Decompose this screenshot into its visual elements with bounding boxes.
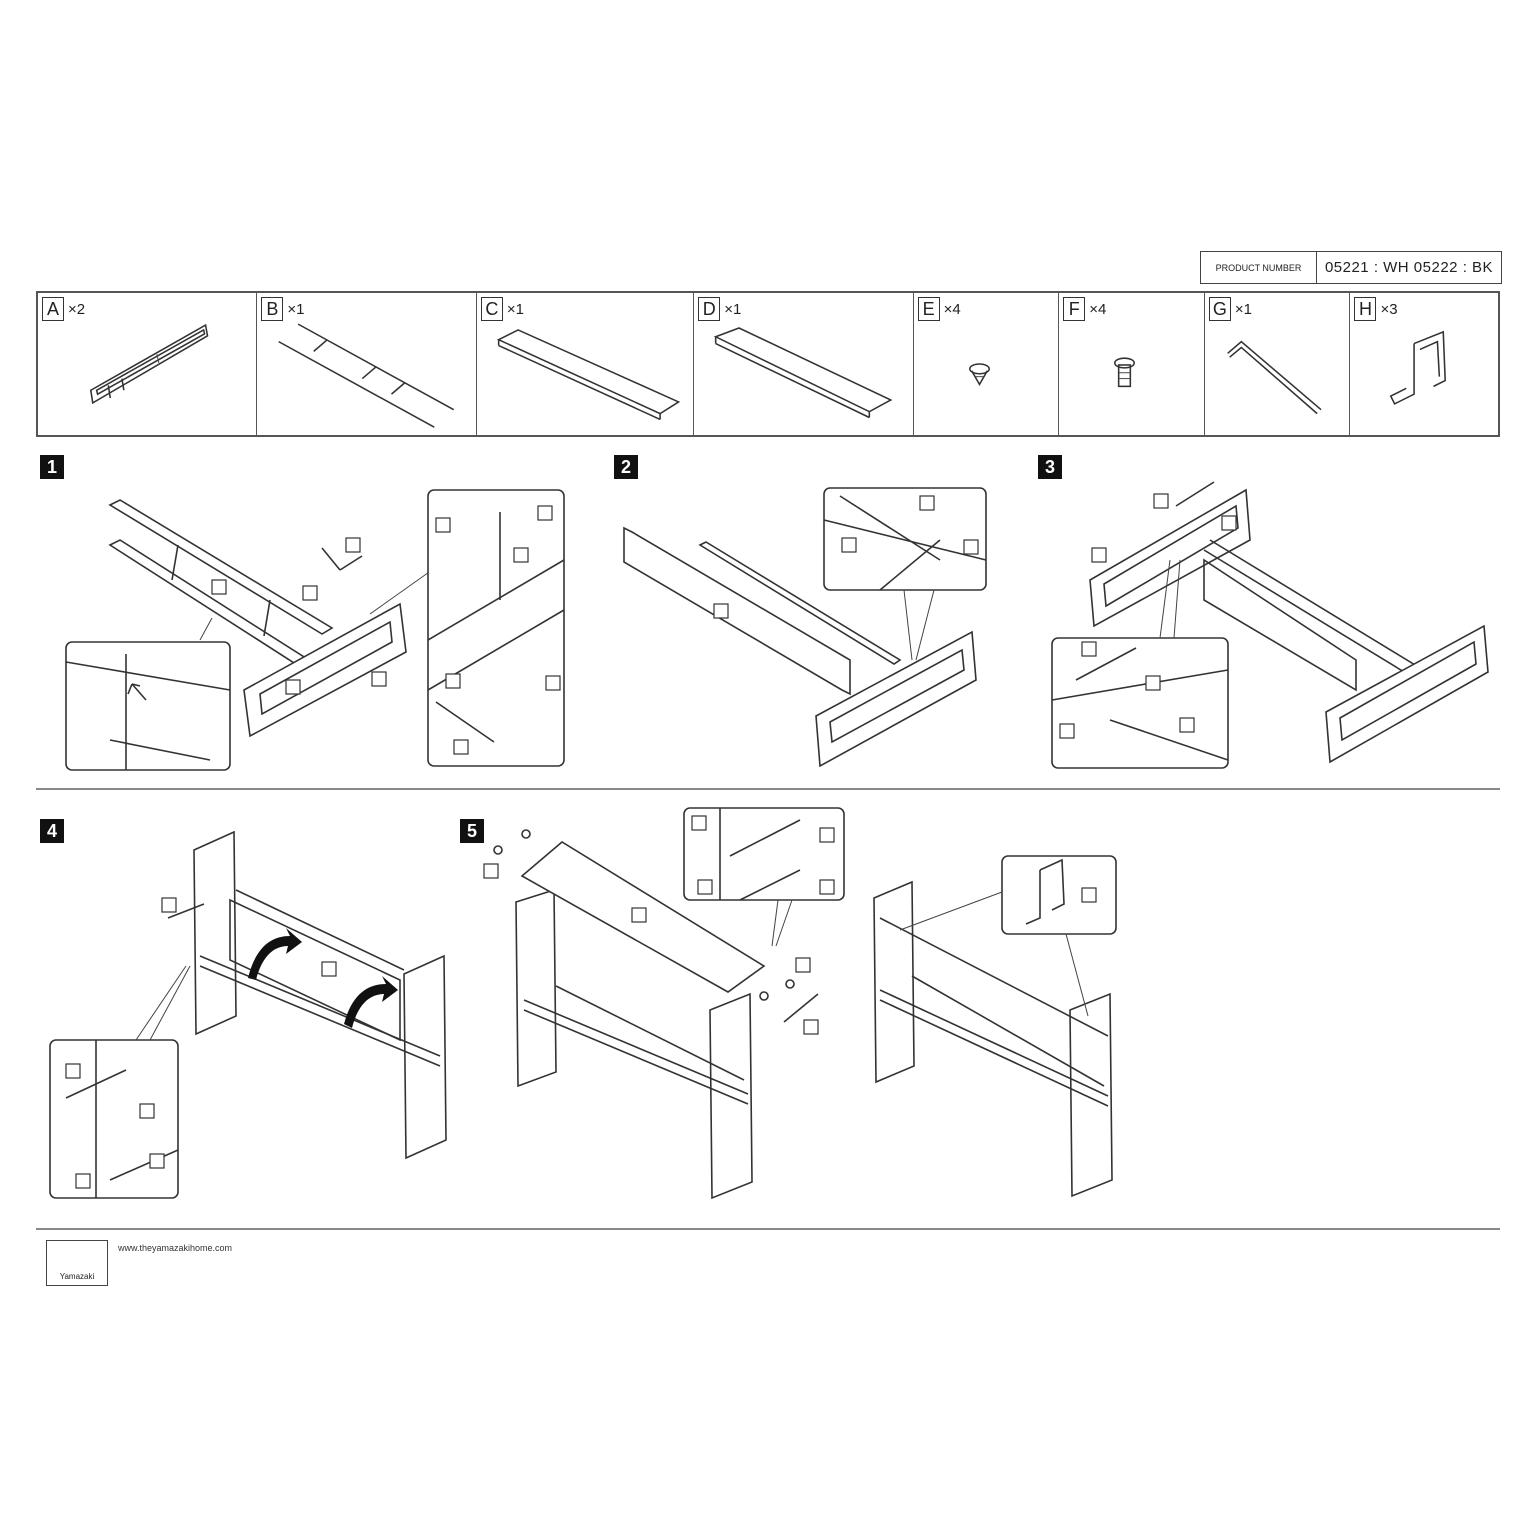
part-qty: ×4 bbox=[943, 300, 961, 318]
product-number-label: PRODUCT NUMBER bbox=[1201, 252, 1317, 283]
part-a-cell: A×2 bbox=[38, 293, 258, 435]
frame-bar-icon bbox=[278, 323, 455, 428]
step-5-number: 5 bbox=[460, 819, 484, 843]
step-5-diagram bbox=[483, 807, 845, 1200]
part-qty: ×2 bbox=[68, 300, 86, 318]
screw-e-icon bbox=[968, 363, 990, 386]
part-letter: C bbox=[480, 297, 503, 321]
spec-block-en bbox=[1150, 806, 1260, 822]
step-3-number: 3 bbox=[1038, 455, 1062, 479]
step-3-diagram bbox=[1051, 481, 1489, 769]
part-letter: D bbox=[698, 297, 721, 321]
step-1-number: 1 bbox=[40, 455, 64, 479]
step-2-diagram bbox=[623, 487, 987, 768]
part-qty: ×4 bbox=[1089, 300, 1107, 318]
footer-divider bbox=[36, 1228, 1500, 1230]
shelf-d-icon bbox=[713, 327, 893, 419]
hex-key-icon bbox=[1227, 340, 1322, 415]
footer-info: www.theyamazakihome.com bbox=[118, 1243, 233, 1253]
part-letter: G bbox=[1208, 297, 1231, 321]
part-letter: B bbox=[261, 297, 284, 321]
part-letter: F bbox=[1063, 297, 1086, 321]
part-c-cell: C×1 bbox=[477, 293, 695, 435]
part-qty: ×1 bbox=[506, 300, 524, 318]
finished-shelf-diagram bbox=[873, 855, 1117, 1198]
brand-logo: Yamazaki bbox=[46, 1240, 108, 1286]
side-frame-icon bbox=[89, 323, 209, 405]
part-g-cell: G×1 bbox=[1205, 293, 1351, 435]
part-qty: ×1 bbox=[1234, 300, 1252, 318]
product-number-box: PRODUCT NUMBER 05221 : WH 05222 : BK bbox=[1200, 251, 1502, 284]
part-f-cell: F×4 bbox=[1059, 293, 1205, 435]
parts-list: A×2 B×1 C×1 D×1 bbox=[36, 291, 1500, 437]
part-h-cell: H×3 bbox=[1350, 293, 1498, 435]
hook-icon bbox=[1390, 330, 1447, 405]
screw-f-icon bbox=[1114, 357, 1136, 388]
step-4-diagram bbox=[49, 830, 447, 1199]
part-qty: ×1 bbox=[287, 300, 305, 318]
part-e-cell: E×4 bbox=[914, 293, 1060, 435]
step-1-diagram bbox=[65, 489, 565, 771]
part-letter: H bbox=[1354, 297, 1377, 321]
part-qty: ×3 bbox=[1380, 300, 1398, 318]
product-number-value: 05221 : WH 05222 : BK bbox=[1324, 259, 1494, 276]
row-divider bbox=[36, 788, 1500, 790]
shelf-c-icon bbox=[496, 329, 681, 421]
footer-url: www.theyamazakihome.com bbox=[118, 1243, 233, 1253]
part-qty: ×1 bbox=[724, 300, 742, 318]
step-4-number: 4 bbox=[40, 819, 64, 843]
part-b-cell: B×1 bbox=[257, 293, 477, 435]
step-2-number: 2 bbox=[614, 455, 638, 479]
part-letter: A bbox=[42, 297, 64, 321]
part-letter: E bbox=[917, 297, 940, 321]
part-d-cell: D×1 bbox=[694, 293, 914, 435]
